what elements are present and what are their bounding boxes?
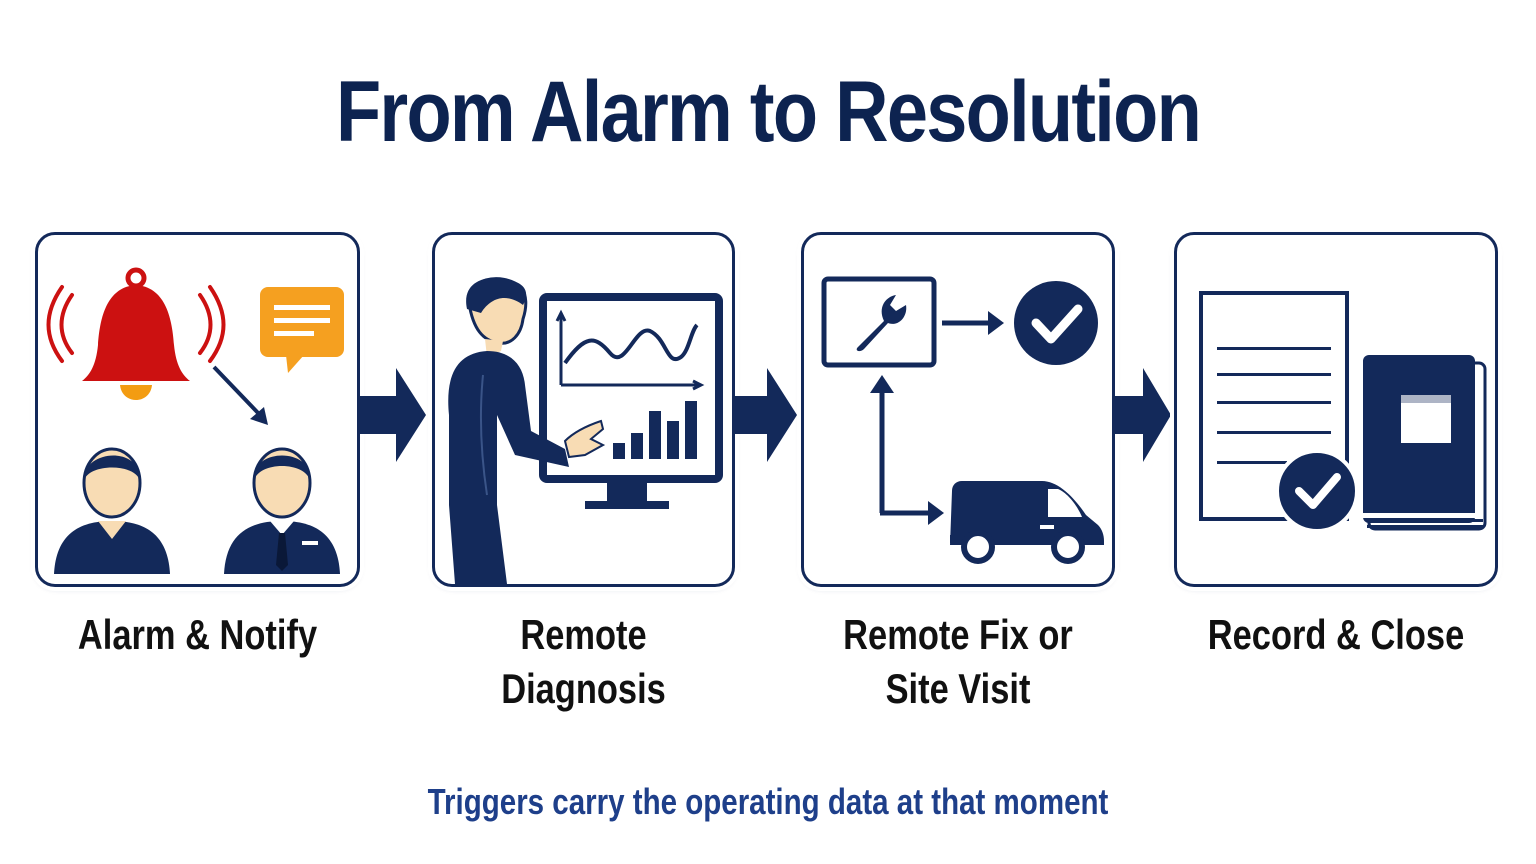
person-icon — [448, 277, 606, 584]
monitor-chart-icon — [539, 293, 723, 509]
step-card-remote-fix-site-visit — [801, 232, 1115, 587]
van-icon — [950, 481, 1104, 564]
step-label-remote-diagnosis: Remote Diagnosis — [501, 611, 666, 712]
bell-icon — [46, 267, 226, 400]
arrow-right-icon — [942, 311, 1004, 335]
chat-bubble-icon — [260, 287, 344, 373]
footnote: Triggers carry the operating data at tha… — [427, 781, 1109, 822]
right-arrow-icon — [1115, 368, 1171, 462]
step-label-alarm-notify: Alarm & Notify — [77, 611, 318, 658]
check-circle-icon — [1275, 449, 1359, 533]
branch-arrow-icon — [870, 375, 944, 525]
logbook-icon — [1363, 355, 1487, 531]
right-arrow-icon — [735, 368, 797, 462]
diagram-title: From Alarm to Resolution — [335, 64, 1202, 160]
right-arrow-icon — [360, 368, 426, 462]
person-icon — [54, 447, 170, 574]
check-circle-icon — [1014, 281, 1098, 365]
step-label-record-close: Record & Close — [1207, 611, 1465, 658]
step-card-remote-diagnosis — [432, 232, 735, 587]
document-icon — [1199, 291, 1349, 521]
technician-icon — [224, 447, 340, 574]
wrench-icon — [821, 276, 937, 368]
notify-arrow-icon — [212, 365, 268, 425]
step-card-record-close — [1174, 232, 1498, 587]
step-card-alarm-notify — [35, 232, 360, 587]
step-label-remote-fix-site-visit: Remote Fix or Site Visit — [843, 611, 1073, 712]
